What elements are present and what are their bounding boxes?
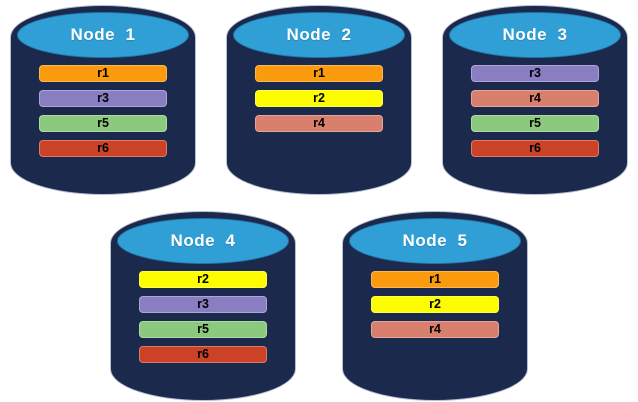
record-label: r3 (97, 91, 109, 106)
record-label: r1 (313, 66, 325, 81)
node-cylinder-4: Node 4 r2 r3 r5 r6 (110, 211, 296, 401)
record-label: r2 (197, 272, 209, 287)
record-list: r3 r4 r5 r6 (471, 65, 599, 157)
record-label: r3 (197, 297, 209, 312)
record-label: r6 (197, 347, 209, 362)
record-bar-r3: r3 (39, 90, 167, 107)
database-cylinder-top-ellipse: Node 1 (17, 12, 189, 58)
record-bar-r3: r3 (471, 65, 599, 82)
record-bar-r3: r3 (139, 296, 267, 313)
database-cylinder-top-ellipse: Node 5 (349, 218, 521, 264)
record-label: r2 (313, 91, 325, 106)
record-bar-r5: r5 (39, 115, 167, 132)
node-row-bottom: Node 4 r2 r3 r5 r6 Node 5 r1 r2 r4 (0, 211, 638, 401)
record-bar-r5: r5 (139, 321, 267, 338)
database-cylinder-top-ellipse: Node 3 (449, 12, 621, 58)
record-label: r5 (197, 322, 209, 337)
record-label: r5 (97, 116, 109, 131)
node-cylinder-5: Node 5 r1 r2 r4 (342, 211, 528, 401)
record-bar-r6: r6 (471, 140, 599, 157)
record-label: r1 (429, 272, 441, 287)
node-cylinder-1: Node 1 r1 r3 r5 r6 (10, 5, 196, 195)
node-cylinder-2: Node 2 r1 r2 r4 (226, 5, 412, 195)
node-title: Node 2 (286, 25, 352, 44)
record-bar-r2: r2 (139, 271, 267, 288)
database-cylinder-top-ellipse: Node 4 (117, 218, 289, 264)
record-bar-r4: r4 (471, 90, 599, 107)
record-label: r6 (97, 141, 109, 156)
record-bar-r1: r1 (371, 271, 499, 288)
node-cylinder-3: Node 3 r3 r4 r5 r6 (442, 5, 628, 195)
record-bar-r1: r1 (39, 65, 167, 82)
record-bar-r4: r4 (371, 321, 499, 338)
record-label: r4 (429, 322, 441, 337)
record-bar-r4: r4 (255, 115, 383, 132)
record-label: r1 (97, 66, 109, 81)
record-list: r1 r3 r5 r6 (39, 65, 167, 157)
record-list: r1 r2 r4 (371, 271, 499, 338)
record-bar-r1: r1 (255, 65, 383, 82)
record-label: r4 (313, 116, 325, 131)
record-bar-r5: r5 (471, 115, 599, 132)
record-label: r4 (529, 91, 541, 106)
record-bar-r2: r2 (371, 296, 499, 313)
node-title: Node 3 (502, 25, 568, 44)
record-bar-r6: r6 (39, 140, 167, 157)
record-list: r1 r2 r4 (255, 65, 383, 132)
node-title: Node 5 (402, 231, 468, 250)
database-cylinder-top-ellipse: Node 2 (233, 12, 405, 58)
record-label: r5 (529, 116, 541, 131)
record-list: r2 r3 r5 r6 (139, 271, 267, 363)
node-title: Node 1 (70, 25, 136, 44)
record-bar-r6: r6 (139, 346, 267, 363)
record-bar-r2: r2 (255, 90, 383, 107)
record-label: r3 (529, 66, 541, 81)
record-label: r6 (529, 141, 541, 156)
node-title: Node 4 (170, 231, 236, 250)
record-label: r2 (429, 297, 441, 312)
